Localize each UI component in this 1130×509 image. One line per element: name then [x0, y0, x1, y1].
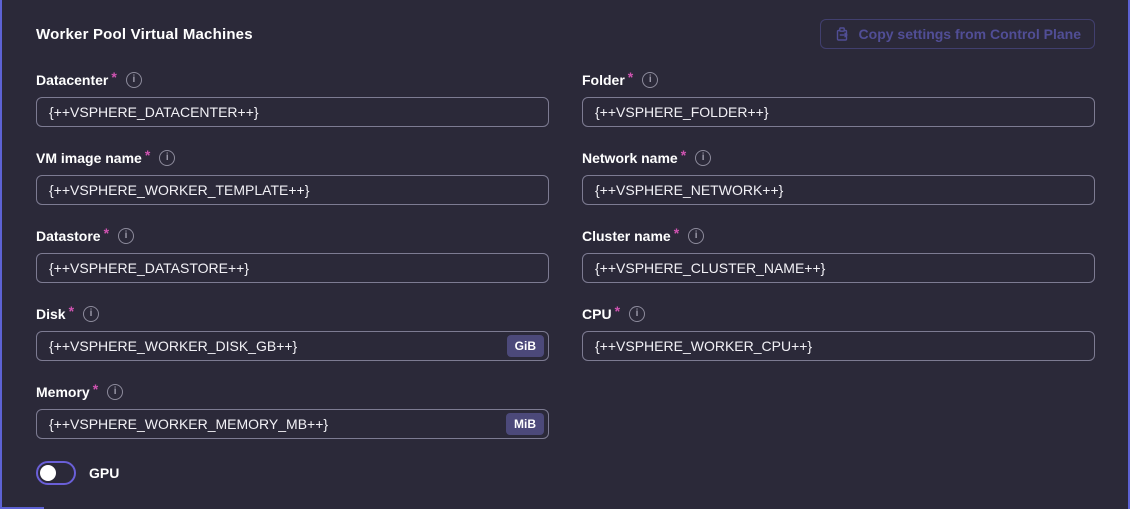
panel-header: Worker Pool Virtual Machines Copy settin…: [36, 18, 1095, 50]
field-label: Disk: [36, 306, 66, 322]
cluster-name-input[interactable]: [582, 253, 1095, 283]
field-label: CPU: [582, 306, 612, 322]
input-wrap: [36, 97, 549, 127]
gpu-row: GPU: [36, 461, 549, 485]
input-wrap: [582, 331, 1095, 361]
field-network-name: Network name * i: [582, 147, 1095, 205]
field-label-row: Disk * i: [36, 303, 549, 323]
input-wrap: [36, 253, 549, 283]
info-icon[interactable]: i: [159, 150, 176, 166]
field-label: Folder: [582, 72, 625, 88]
unit-badge-gib: GiB: [506, 335, 544, 357]
required-asterisk: *: [111, 69, 117, 85]
input-wrap: [582, 97, 1095, 127]
field-label-row: Datastore * i: [36, 225, 549, 245]
page-title: Worker Pool Virtual Machines: [36, 25, 253, 43]
input-wrap: [582, 253, 1095, 283]
form-column-left: Datacenter * i VM image name * i: [36, 69, 549, 485]
copy-settings-button-label: Copy settings from Control Plane: [858, 26, 1081, 42]
datacenter-input[interactable]: [36, 97, 549, 127]
required-asterisk: *: [614, 303, 621, 319]
field-cluster-name: Cluster name * i: [582, 225, 1095, 283]
field-vm-image-name: VM image name * i: [36, 147, 549, 205]
clipboard-arrow-icon: [834, 26, 850, 42]
worker-pool-form: Datacenter * i VM image name * i: [36, 69, 1095, 485]
field-folder: Folder * i: [582, 69, 1095, 127]
info-icon[interactable]: i: [642, 72, 659, 88]
network-name-input[interactable]: [582, 175, 1095, 205]
required-asterisk: *: [144, 147, 151, 163]
folder-input[interactable]: [582, 97, 1095, 127]
unit-badge-mib: MiB: [506, 413, 544, 435]
field-label: Network name: [582, 150, 678, 166]
card-bottom-edge: [2, 507, 44, 509]
disk-input[interactable]: [36, 331, 549, 361]
required-asterisk: *: [103, 225, 110, 241]
gpu-toggle-label: GPU: [89, 465, 120, 481]
field-label-row: Datacenter * i: [36, 69, 549, 89]
field-label-row: Folder * i: [582, 69, 1095, 89]
info-icon[interactable]: i: [107, 384, 124, 400]
field-label: Cluster name: [582, 228, 671, 244]
vm-image-name-input[interactable]: [36, 175, 549, 205]
memory-input[interactable]: [36, 409, 549, 439]
input-wrap: [36, 175, 549, 205]
field-datastore: Datastore * i: [36, 225, 549, 283]
field-label: Memory: [36, 384, 90, 400]
field-label-row: VM image name * i: [36, 147, 549, 167]
field-label: VM image name: [36, 150, 142, 166]
field-label: Datacenter: [36, 72, 109, 88]
required-asterisk: *: [68, 303, 75, 319]
required-asterisk: *: [680, 147, 687, 163]
gpu-toggle-knob: [40, 465, 56, 481]
input-wrap: [582, 175, 1095, 205]
field-label-row: CPU * i: [582, 303, 1095, 323]
form-column-right: Folder * i Network name * i: [582, 69, 1095, 383]
field-label-row: Cluster name * i: [582, 225, 1095, 245]
input-wrap: GiB: [36, 331, 549, 361]
info-icon[interactable]: i: [688, 228, 705, 244]
info-icon[interactable]: i: [125, 72, 142, 88]
field-label-row: Network name * i: [582, 147, 1095, 167]
field-disk: Disk * i GiB: [36, 303, 549, 361]
required-asterisk: *: [673, 225, 680, 241]
info-icon[interactable]: i: [83, 306, 100, 322]
field-cpu: CPU * i: [582, 303, 1095, 361]
required-asterisk: *: [627, 69, 634, 85]
copy-settings-button[interactable]: Copy settings from Control Plane: [819, 19, 1095, 49]
field-memory: Memory * i MiB: [36, 381, 549, 439]
info-icon[interactable]: i: [695, 150, 712, 166]
field-label: Datastore: [36, 228, 101, 244]
datastore-input[interactable]: [36, 253, 549, 283]
info-icon[interactable]: i: [629, 306, 646, 322]
info-icon[interactable]: i: [118, 228, 135, 244]
field-label-row: Memory * i: [36, 381, 549, 401]
gpu-toggle[interactable]: [36, 461, 76, 485]
input-wrap: MiB: [36, 409, 549, 439]
field-datacenter: Datacenter * i: [36, 69, 549, 127]
cpu-input[interactable]: [582, 331, 1095, 361]
required-asterisk: *: [92, 381, 99, 397]
